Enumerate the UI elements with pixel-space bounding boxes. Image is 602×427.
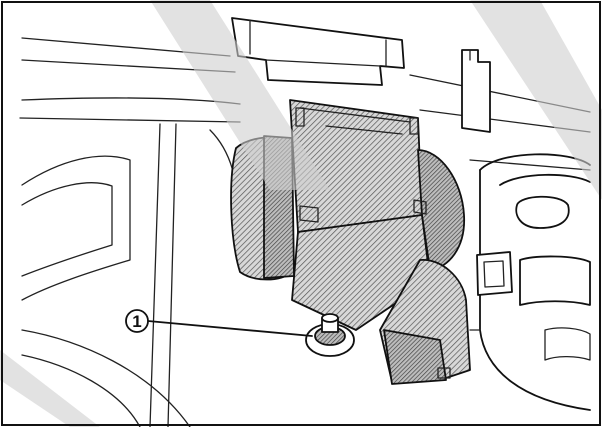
- bolt: [305, 313, 355, 357]
- background-panel-lines: [19, 37, 591, 427]
- callout-1: 1: [125, 309, 313, 337]
- callout-label: 1: [132, 312, 141, 331]
- right-bracket-structure: [469, 153, 591, 411]
- mounting-bracket: [231, 17, 491, 133]
